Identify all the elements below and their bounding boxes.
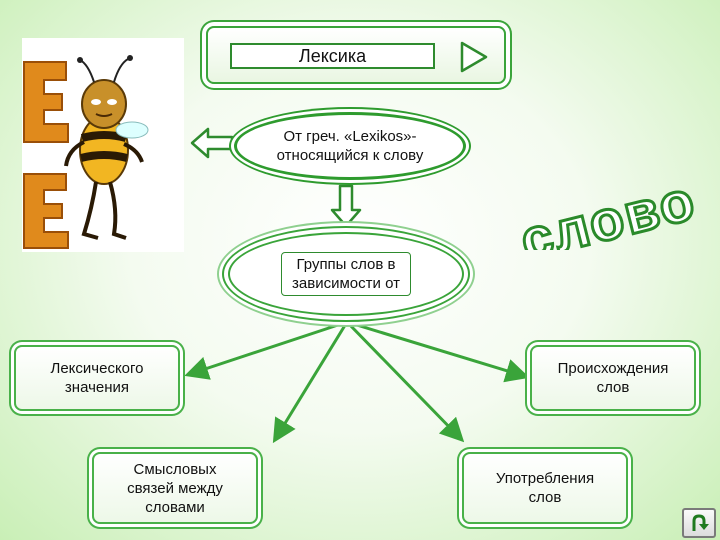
branch-lexical-line-2: значения (64, 379, 130, 396)
bee-picture (22, 38, 184, 252)
branch-semantic-line-3: словами (145, 498, 205, 516)
arrow-to-lexical (184, 320, 348, 380)
arrow-down-icon (330, 184, 362, 228)
u-turn-icon (692, 514, 709, 531)
origin-line-1: От греч. «Lexikos»- (283, 128, 417, 145)
branch-origin: Происхождения слов (530, 345, 696, 411)
word-art-text: слово (514, 168, 702, 250)
branch-lexical-line-1: Лексического (50, 360, 144, 377)
groups-line-1: Группы слов в (296, 256, 396, 273)
arrow-left-icon (190, 127, 234, 159)
branch-origin-line-2: слов (596, 379, 630, 396)
branch-usage: Употребления слов (462, 452, 628, 524)
groups-line-2: зависимости от (292, 275, 400, 292)
arrow-to-usage (345, 320, 465, 443)
origin-ellipse: От греч. «Lexikos»- относящийся к слову (234, 112, 466, 180)
origin-line-2: относящийся к слову (276, 147, 424, 164)
branch-origin-line-1: Происхождения (557, 360, 669, 377)
word-art-slovo: слово (513, 166, 704, 250)
branch-usage-line-2: слов (528, 489, 562, 506)
return-button[interactable] (682, 508, 716, 538)
title-box: Лексика (230, 43, 435, 69)
groups-ellipse: Группы слов в зависимости от (228, 232, 464, 316)
branch-semantic-links: Смысловых связей между словами (92, 452, 258, 524)
groups-label: Группы слов в зависимости от (281, 252, 411, 296)
arrow-to-origin (346, 320, 530, 383)
branch-usage-line-1: Употребления (495, 470, 595, 487)
branch-semantic-line-1: Смысловых (133, 460, 217, 478)
arrow-to-semantic (272, 321, 349, 444)
branch-lexical-meaning: Лексического значения (14, 345, 180, 411)
title-text: Лексика (298, 45, 367, 66)
play-triangle-icon[interactable] (458, 40, 490, 74)
branch-semantic-line-2: связей между (127, 479, 223, 497)
